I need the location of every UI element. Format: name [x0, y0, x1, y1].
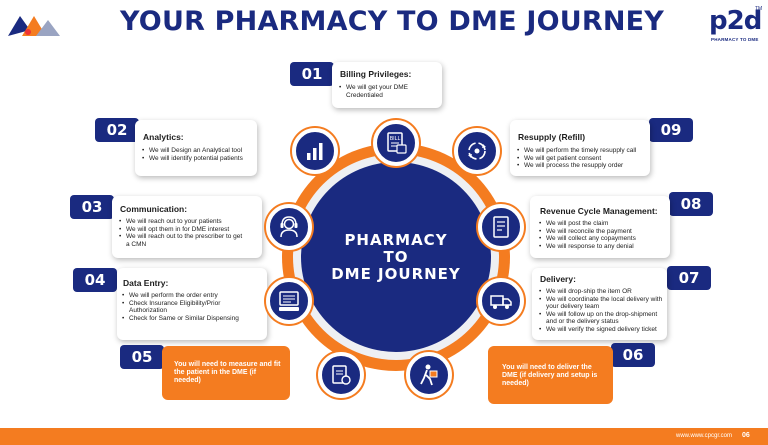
step-09-card: Resupply (Refill) We will perform the ti…: [510, 120, 650, 176]
logo-trademark: TM: [755, 6, 763, 12]
step-08-icon-circle: [478, 204, 524, 250]
center-label: PHARMACY TO DME JOURNEY: [305, 232, 487, 283]
step-04-bullet-3: Check for Same or Similar Dispensing: [121, 315, 241, 323]
step-04-bullet-1: We will perform the order entry: [121, 292, 241, 300]
step-08-bullet-3: We will collect any copayments: [538, 235, 662, 243]
step-03-number: 03: [70, 195, 114, 219]
step-08-bullet-2: We will reconcile the payment: [538, 228, 662, 236]
center-line-2: TO: [383, 248, 409, 266]
logo-tagline: PHARMACY TO DME: [711, 37, 759, 42]
step-09-icon-circle: [454, 128, 500, 174]
headset-agent-icon: [280, 216, 298, 238]
step-03-title: Communication:: [120, 204, 188, 214]
step-03-bullet-3: We will reach out to the prescriber to g…: [118, 233, 243, 248]
step-06-icon-circle: [406, 352, 452, 398]
bill-icon: BILL: [387, 132, 407, 154]
step-07-number: 07: [667, 266, 711, 290]
step-04-number: 04: [73, 268, 117, 292]
step-02-card: Analytics: We will Design an Analytical …: [135, 120, 257, 176]
step-05-text: You will need to measure and fit the pat…: [174, 361, 281, 384]
step-08-bullet-1: We will post the claim: [538, 220, 662, 228]
step-01-number: 01: [290, 62, 334, 86]
logo-text: p2d: [709, 6, 762, 36]
step-03-card: Communication: We will reach out to your…: [112, 196, 262, 258]
step-09-title: Resupply (Refill): [518, 132, 586, 142]
center-line-3: DME JOURNEY: [331, 265, 461, 283]
page-title: YOUR PHARMACY TO DME JOURNEY: [120, 6, 665, 37]
delivery-person-icon: [420, 364, 438, 386]
step-02-bullet-1: We will Design an Analytical tool: [141, 147, 255, 155]
step-04-title: Data Entry:: [123, 278, 169, 288]
step-09-bullet-3: We will process the resupply order: [516, 162, 648, 170]
step-07-bullet-1: We will drop-ship the item OR: [538, 288, 665, 296]
measure-fit-icon: [332, 365, 351, 385]
step-09-bullet-1: We will perform the timely resupply call: [516, 147, 648, 155]
step-07-card: Delivery: We will drop-ship the item OR …: [532, 268, 667, 340]
step-07-icon-circle: [478, 278, 524, 324]
refill-cycle-icon: [468, 142, 486, 160]
step-06-box: You will need to deliver the DME (if del…: [488, 346, 613, 404]
step-07-bullet-3: We will follow up on the drop-shipment a…: [538, 311, 665, 326]
step-06-number: 06: [611, 343, 655, 367]
step-07-bullet-4: We will verify the signed delivery ticke…: [538, 326, 665, 334]
claim-document-icon: [493, 216, 509, 238]
data-entry-icon: [279, 291, 299, 311]
step-02-title: Analytics:: [143, 132, 184, 142]
step-05-icon-circle: [318, 352, 364, 398]
step-08-number: 08: [669, 192, 713, 216]
step-01-bullet-1: We will get your DME Credentialed: [338, 84, 436, 99]
step-08-title: Revenue Cycle Management:: [540, 206, 658, 216]
center-line-1: PHARMACY: [344, 231, 448, 249]
step-09-number: 09: [649, 118, 693, 142]
step-03-bullet-2: We will opt them in for DME interest: [118, 226, 243, 234]
step-01-icon-circle: BILL: [373, 120, 419, 166]
step-06-text: You will need to deliver the DME (if del…: [502, 364, 598, 387]
step-08-card: Revenue Cycle Management: We will post t…: [530, 196, 670, 258]
step-08-bullet-4: We will response to any denial: [538, 243, 662, 251]
delivery-truck-icon: [490, 295, 512, 309]
page-number: 06: [742, 432, 750, 439]
step-05-number: 05: [120, 345, 164, 369]
step-01-title: Billing Privileges:: [340, 69, 412, 79]
p2d-logo: p2d TM PHARMACY TO DME: [707, 6, 763, 44]
footer-bar: www.www.cpcgr.com 06: [0, 428, 768, 445]
step-09-bullet-2: We will get patient consent: [516, 155, 648, 163]
center-circle: [301, 162, 491, 352]
step-01-card: Billing Privileges: We will get your DME…: [332, 62, 442, 108]
step-07-bullet-2: We will coordinate the local delivery wi…: [538, 296, 665, 311]
step-04-bullet-2: Check Insurance Eligibility/Prior Author…: [121, 300, 241, 315]
svg-text:BILL: BILL: [390, 136, 401, 142]
step-02-icon-circle: [292, 128, 338, 174]
step-03-bullet-1: We will reach out to your patients: [118, 218, 243, 226]
company-logo-left: [6, 8, 66, 40]
step-07-title: Delivery:: [540, 274, 576, 284]
step-04-icon-circle: [266, 278, 312, 324]
bar-chart-icon: [307, 143, 323, 160]
step-02-bullet-2: We will identify potential patients: [141, 155, 255, 163]
step-05-box: You will need to measure and fit the pat…: [162, 346, 290, 400]
step-03-icon-circle: [266, 204, 312, 250]
step-02-number: 02: [95, 118, 139, 142]
step-04-card: Data Entry: We will perform the order en…: [117, 268, 267, 340]
footer-url[interactable]: www.www.cpcgr.com: [676, 433, 733, 439]
